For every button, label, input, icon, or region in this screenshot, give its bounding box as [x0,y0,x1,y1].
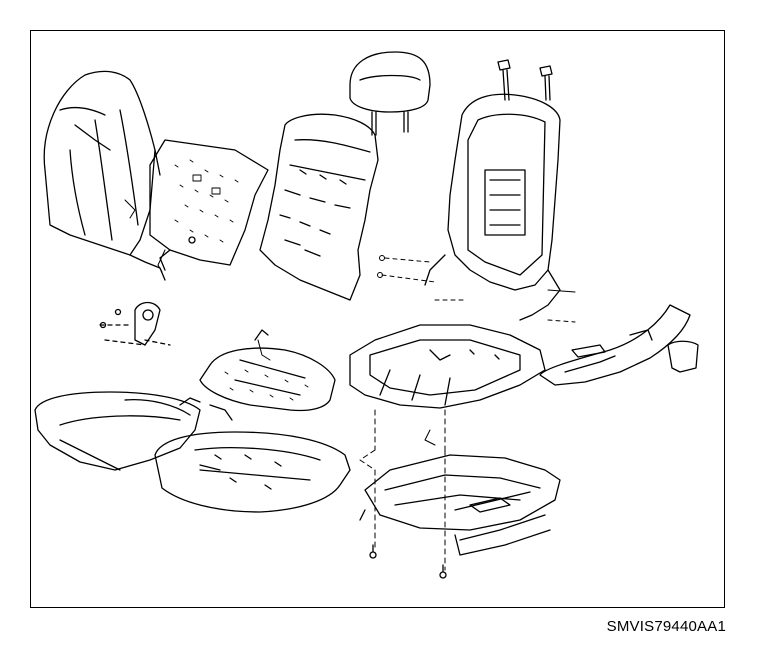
assembly-guide-lines [359,409,446,571]
guide-bolts [497,59,553,101]
wiring-connectors [124,199,271,361]
track-bolts [369,544,447,579]
seatback-foam [259,113,379,301]
seat-track-adjuster [359,454,561,556]
seat-cushion-pan [349,324,546,409]
seatback-frame [424,93,561,321]
seat-heater-mat [199,329,336,412]
figure-code-label: SMVIS79440AA1 [606,618,726,635]
recliner-bracket-left [99,301,171,346]
frame-bolts-right [547,289,576,323]
seat-cushion-foam [154,431,351,513]
seatback-cover [43,70,166,281]
frame-bolts-left [377,255,466,301]
seatback-pad [149,139,269,271]
side-shield [539,304,699,386]
figure-frame [30,30,725,608]
seat-cushion-cover [34,391,233,471]
